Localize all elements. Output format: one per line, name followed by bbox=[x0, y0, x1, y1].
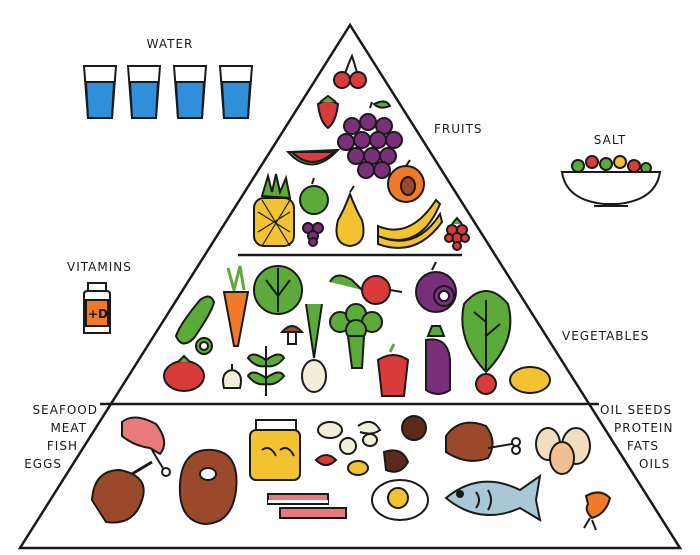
raspberry-icon bbox=[444, 216, 470, 251]
ham-icon bbox=[90, 460, 153, 524]
mushroom-icon bbox=[279, 325, 305, 345]
watermelon-icon bbox=[285, 148, 341, 166]
carrot-icon bbox=[222, 265, 250, 347]
steak-icon bbox=[178, 448, 238, 526]
drumstick-icon bbox=[445, 421, 521, 462]
water-glass-icon bbox=[172, 65, 208, 119]
protein-label: PROTEIN bbox=[614, 421, 674, 435]
salt-label: SALT bbox=[593, 133, 627, 147]
vegetables-group bbox=[163, 261, 551, 397]
water-label: WATER bbox=[146, 37, 194, 51]
protein-group bbox=[90, 415, 612, 531]
vitamins-label: VITAMINS bbox=[67, 260, 132, 274]
nuts-icon bbox=[314, 415, 427, 476]
bacon-icon bbox=[267, 493, 347, 519]
blackberry-icon bbox=[302, 222, 324, 247]
fruits-group bbox=[253, 53, 470, 251]
seafood-label: SEAFOOD bbox=[32, 403, 98, 417]
tomato-icon bbox=[163, 354, 205, 392]
bananas-icon bbox=[377, 198, 444, 249]
lettuce-icon bbox=[461, 290, 512, 374]
apricot-icon bbox=[387, 159, 425, 203]
water-glass-icon bbox=[82, 65, 118, 119]
eggs-label: EGGS bbox=[24, 457, 62, 471]
oil-seeds-label: OIL SEEDS bbox=[600, 403, 673, 417]
fats-label: FATS bbox=[627, 439, 660, 453]
fish-icon bbox=[444, 473, 542, 523]
apple-icon bbox=[299, 177, 329, 215]
fish-label: FISH bbox=[46, 439, 78, 453]
oils-label: OILS bbox=[639, 457, 671, 471]
radish-icon bbox=[475, 373, 497, 395]
herbs-icon bbox=[246, 346, 286, 396]
red-pepper-icon bbox=[376, 343, 410, 397]
leek-icon bbox=[301, 303, 327, 393]
water-glass-icon bbox=[126, 65, 162, 119]
broccoli-icon bbox=[329, 303, 383, 369]
grapes-icon bbox=[337, 100, 403, 179]
vegetables-label: VEGETABLES bbox=[562, 329, 650, 343]
garlic-icon bbox=[222, 364, 242, 389]
eggplant-icon bbox=[425, 325, 451, 395]
lemon-icon bbox=[509, 366, 551, 394]
fruits-label: FRUITS bbox=[434, 122, 483, 136]
water-glass-icon bbox=[218, 65, 254, 119]
shrimp-icon bbox=[583, 491, 612, 531]
oil-jar-icon bbox=[249, 419, 301, 481]
strawberry-icon bbox=[316, 94, 340, 130]
vitamin-d-label: +D bbox=[88, 307, 109, 321]
pear-icon bbox=[335, 185, 365, 248]
eggs-icon bbox=[535, 427, 591, 475]
cherries-icon bbox=[333, 53, 367, 89]
red-onion-icon bbox=[415, 261, 457, 313]
fried-egg-icon bbox=[371, 479, 429, 521]
pyramid-outline bbox=[17, 22, 683, 550]
beet-icon bbox=[329, 274, 403, 305]
water-glasses bbox=[82, 65, 254, 119]
cabbage-icon bbox=[253, 265, 303, 315]
salad-bowl-icon bbox=[560, 155, 662, 207]
meat-label: MEAT bbox=[50, 421, 87, 435]
drumstick-icon bbox=[121, 416, 171, 477]
vitamin-bottle-icon bbox=[83, 282, 111, 334]
pineapple-icon bbox=[253, 172, 295, 247]
cucumber-icon bbox=[174, 295, 216, 355]
